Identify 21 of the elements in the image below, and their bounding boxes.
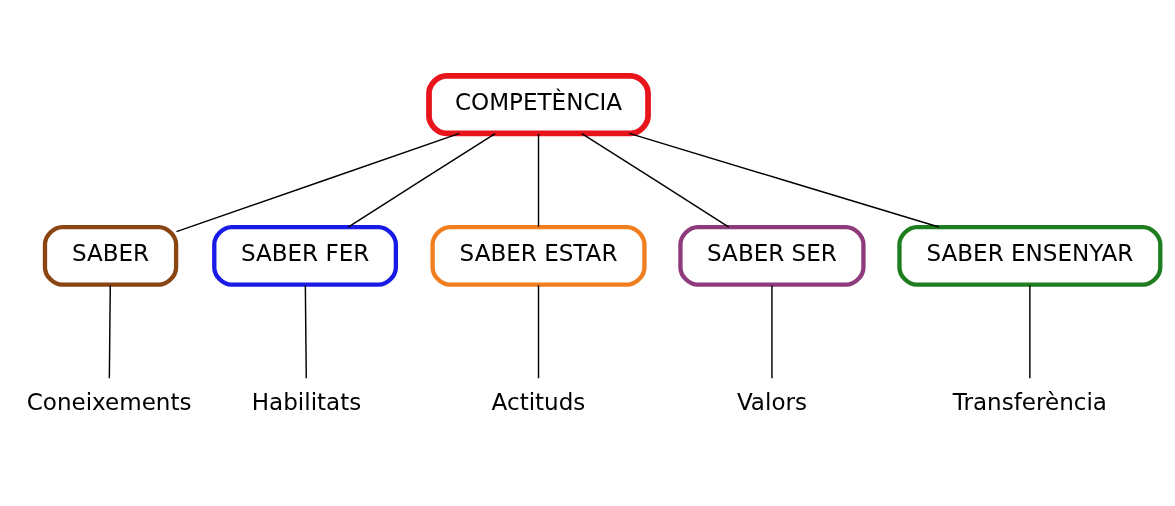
connector <box>537 133 540 228</box>
node-box: SABER ENSENYAR <box>897 224 1163 287</box>
node-text: Transferència <box>952 388 1107 415</box>
node-text: Coneixements <box>26 388 192 415</box>
node-box: COMPETÈNCIA <box>426 72 651 137</box>
connector <box>108 284 111 379</box>
connector <box>628 132 940 228</box>
node-text: Habilitats <box>251 388 362 415</box>
connector <box>581 132 730 228</box>
node-text: Valors <box>736 388 807 415</box>
node-box: SABER SER <box>678 224 866 287</box>
node-box: SABER FER <box>212 224 398 287</box>
connector <box>771 284 773 379</box>
connector <box>1029 284 1031 379</box>
node-text: Actituds <box>491 388 586 415</box>
node-box: SABER ESTAR <box>430 224 647 287</box>
connector <box>347 132 496 228</box>
connector <box>175 132 461 233</box>
node-box: SABER <box>42 224 179 287</box>
connector <box>537 284 540 379</box>
connector <box>304 284 307 379</box>
